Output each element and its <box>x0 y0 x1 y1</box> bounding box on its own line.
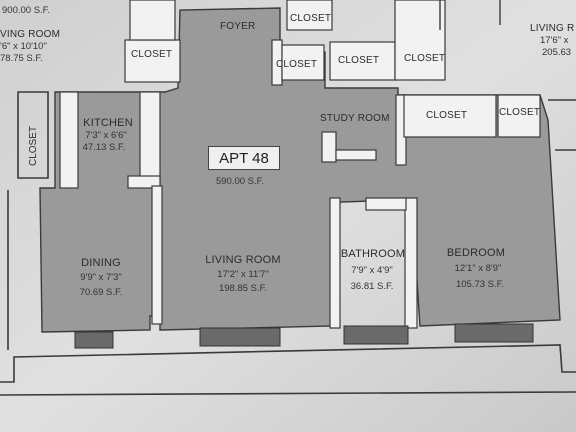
room-dims-bathroom: 7'9" x 4'9" <box>351 265 393 276</box>
room-name-living: LIVING ROOM <box>205 254 281 266</box>
neighbor-room-top-left: VING ROOM <box>0 29 61 40</box>
apartment-number-box: APT 48 <box>208 146 280 170</box>
room-area-kitchen: 47.13 S.F. <box>82 142 126 153</box>
closet-label-bedroom-right: CLOSET <box>499 107 541 118</box>
closet-label-top-right: CLOSET <box>404 53 446 64</box>
room-name-study: STUDY ROOM <box>320 113 390 124</box>
neighbor-area-top-left: 900.00 S.F. <box>2 5 51 16</box>
room-name-dining: DINING <box>81 257 121 269</box>
room-area-living: 198.85 S.F. <box>218 283 268 294</box>
room-name-bathroom: BATHROOM <box>340 248 406 260</box>
room-name-kitchen: KITCHEN <box>83 117 133 129</box>
closet-label-top-center: CLOSET <box>290 13 332 24</box>
closet-label-bedroom-left: CLOSET <box>426 110 468 121</box>
room-dims-kitchen: 7'3" x 6'6" <box>85 130 127 141</box>
room-area-bathroom: 36.81 S.F. <box>350 281 394 292</box>
closet-label-top-left: CLOSET <box>131 49 173 60</box>
room-dims-living: 17'2" x 11'7" <box>217 269 269 280</box>
windows <box>74 323 534 349</box>
building-outline <box>0 91 576 396</box>
neighbor-dims-top-left: '6" x 10'10" <box>0 41 47 52</box>
interior-walls <box>59 0 541 329</box>
apartment-area: 590.00 S.F. <box>215 176 265 187</box>
room-area-dining: 70.69 S.F. <box>79 287 123 298</box>
closet-label-study: CLOSET <box>338 55 380 66</box>
closet-label-foyer-right: CLOSET <box>276 59 318 70</box>
room-dims-bedroom: 12'1" x 8'9" <box>454 263 502 274</box>
closet-label-left-vertical: CLOSET <box>28 125 39 166</box>
neighbor-area-top-right: 205.63 <box>542 47 572 58</box>
room-name-foyer: FOYER <box>220 21 256 32</box>
neighbor-area2-top-left: 78.75 S.F. <box>0 53 43 64</box>
room-name-bedroom: BEDROOM <box>446 247 506 259</box>
room-area-bedroom: 105.73 S.F. <box>455 279 505 290</box>
neighbor-room-top-right: LIVING R <box>530 23 575 34</box>
room-dims-dining: 9'9" x 7'3" <box>80 272 122 283</box>
neighbor-dims-top-right: 17'6" x <box>540 35 569 46</box>
